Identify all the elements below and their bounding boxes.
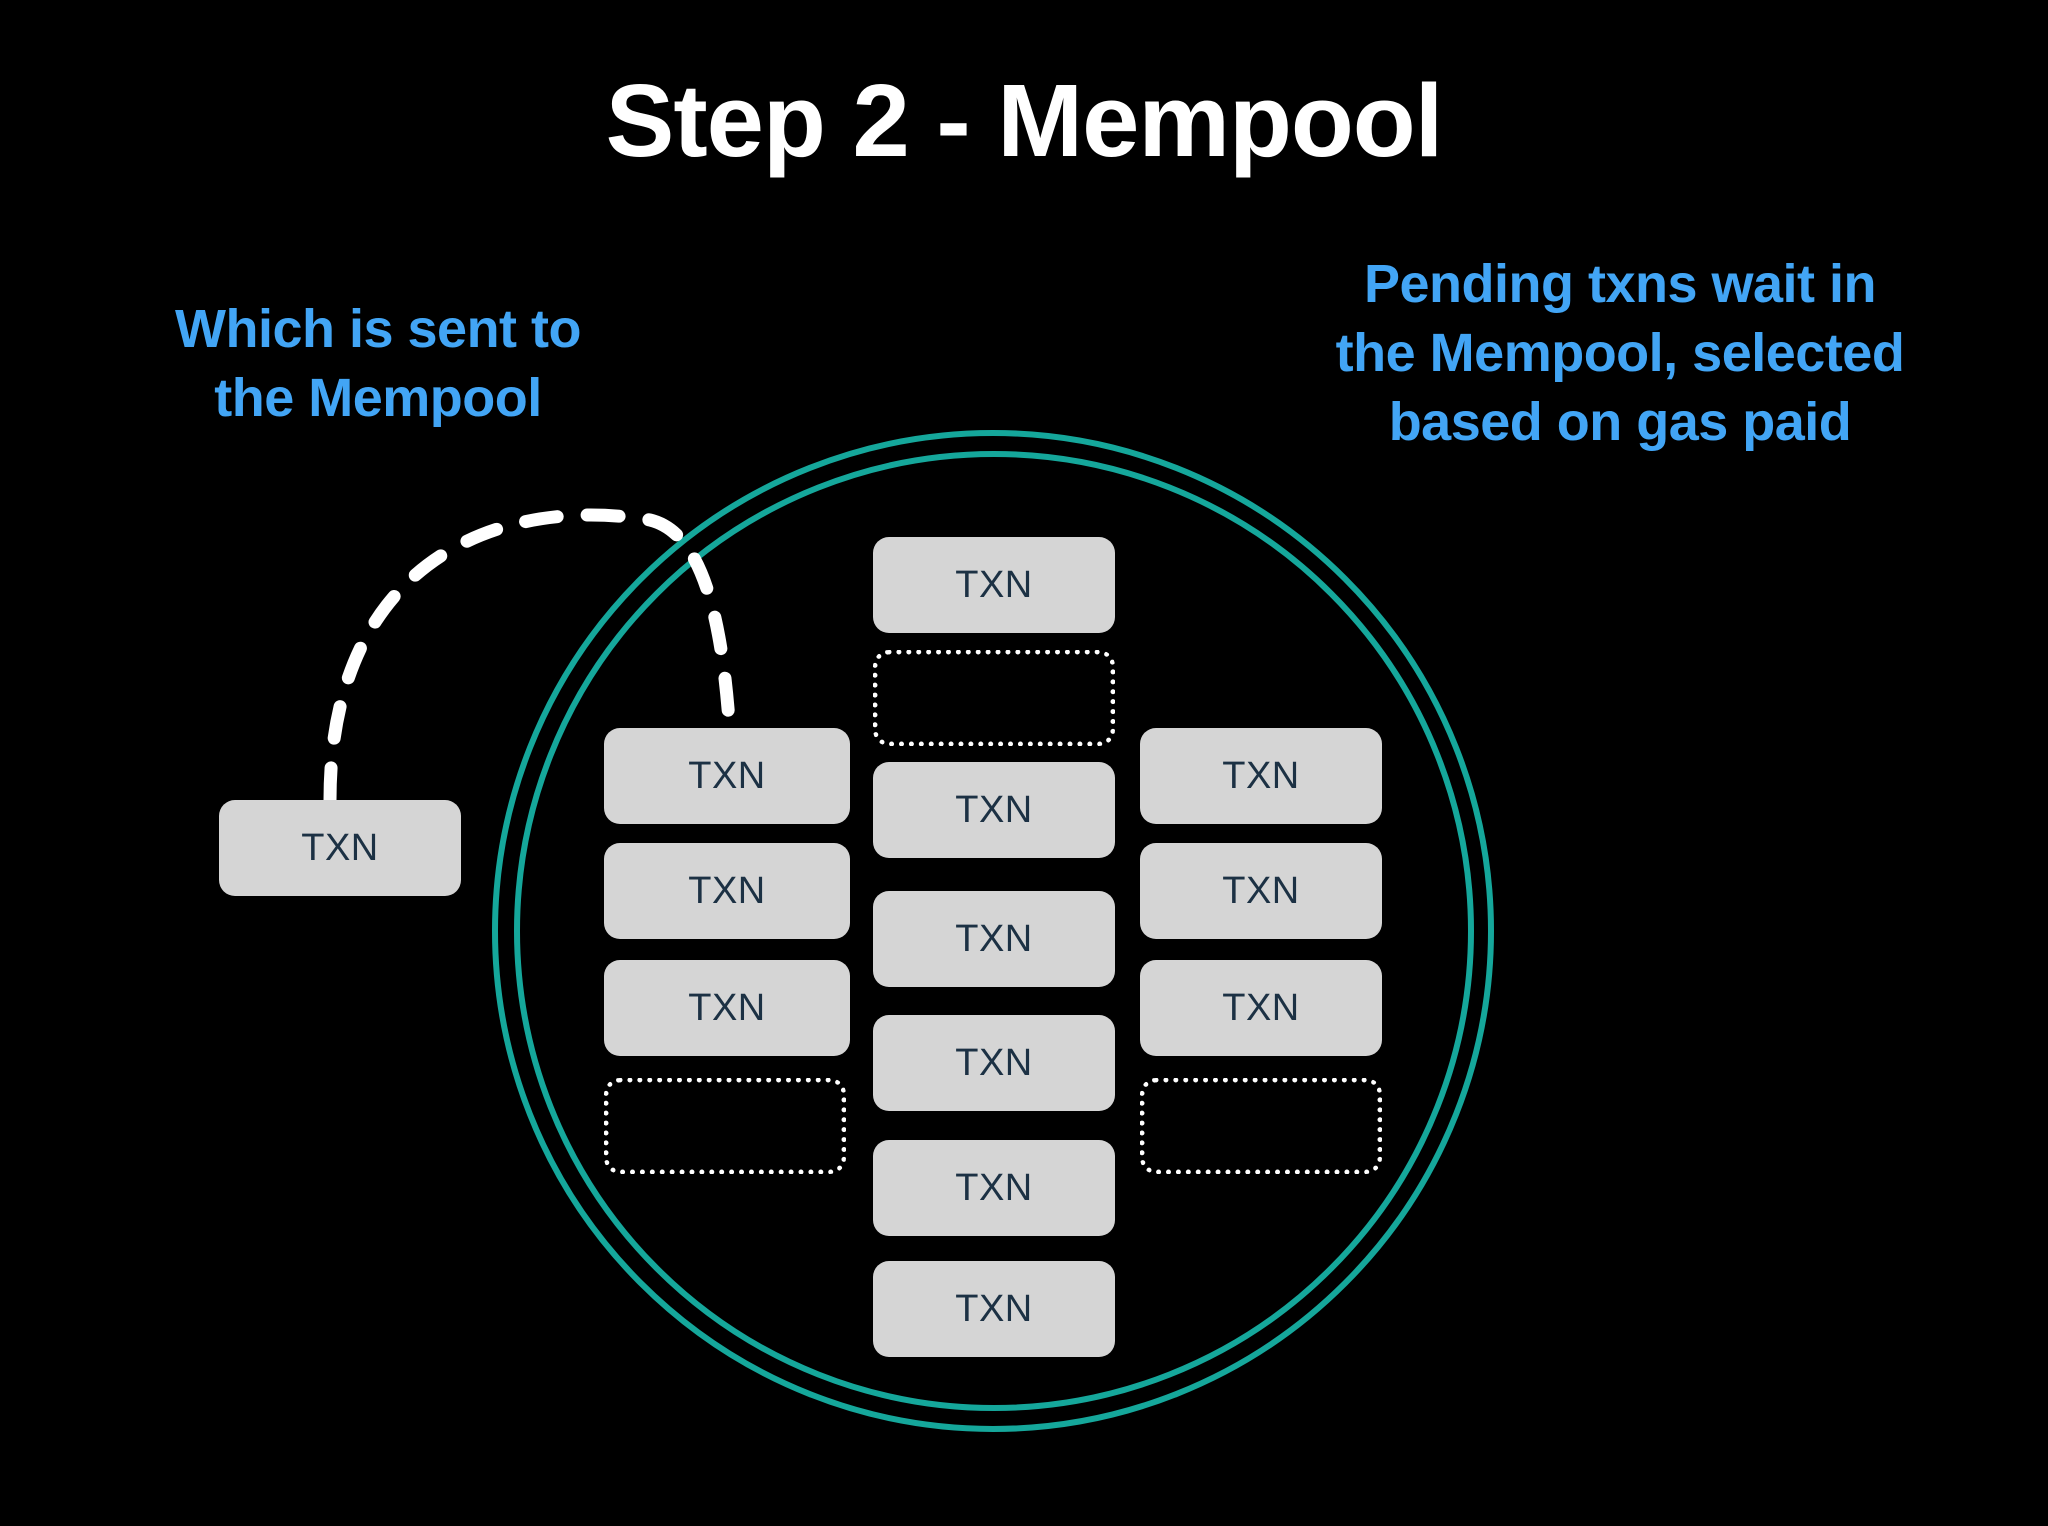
txn-label: TXN [1222,986,1300,1029]
left-column-txn-2[interactable]: TXN [604,843,850,939]
left-column-txn-3[interactable]: TXN [604,960,850,1056]
callout-left: Which is sent to the Mempool [88,295,668,433]
callout-right-line-1: Pending txns wait in [1363,254,1877,314]
txn-label: TXN [688,986,766,1029]
txn-label: TXN [955,563,1033,606]
txn-label: TXN [1222,869,1300,912]
txn-label: TXN [955,788,1033,831]
callout-right: Pending txns wait in the Mempool, select… [1240,250,2000,457]
txn-label: TXN [955,1041,1033,1084]
right-column-empty-slot[interactable] [1140,1078,1382,1174]
middle-column-empty-slot[interactable] [873,650,1115,746]
right-column-txn-1[interactable]: TXN [1140,728,1382,824]
left-column-txn-1[interactable]: TXN [604,728,850,824]
callout-left-line-1: Which is sent to [174,299,582,359]
txn-label: TXN [688,869,766,912]
txn-label: TXN [688,754,766,797]
middle-column-txn-2[interactable]: TXN [873,762,1115,858]
callout-right-line-3: based on gas paid [1388,392,1852,453]
middle-column-txn-5[interactable]: TXN [873,1140,1115,1236]
mempool-circle [492,430,1494,1432]
mempool-ring-inner [514,451,1474,1411]
middle-column-txn-6[interactable]: TXN [873,1261,1115,1357]
callout-left-line-2: the Mempool [214,368,542,429]
page-title: Step 2 - Mempool [605,63,1444,178]
right-column-txn-3[interactable]: TXN [1140,960,1382,1056]
txn-label: TXN [955,917,1033,960]
txn-label: TXN [955,1166,1033,1209]
left-column-empty-slot[interactable] [604,1078,846,1174]
txn-label: TXN [955,1287,1033,1330]
middle-column-txn-1[interactable]: TXN [873,537,1115,633]
right-column-txn-2[interactable]: TXN [1140,843,1382,939]
mempool-ring-outer [492,430,1494,1432]
callout-right-line-2: the Mempool, selected [1335,323,1905,384]
middle-column-txn-3[interactable]: TXN [873,891,1115,987]
incoming-txn-label: TXN [301,826,379,869]
txn-label: TXN [1222,754,1300,797]
incoming-txn-box[interactable]: TXN [219,800,461,896]
middle-column-txn-4[interactable]: TXN [873,1015,1115,1111]
